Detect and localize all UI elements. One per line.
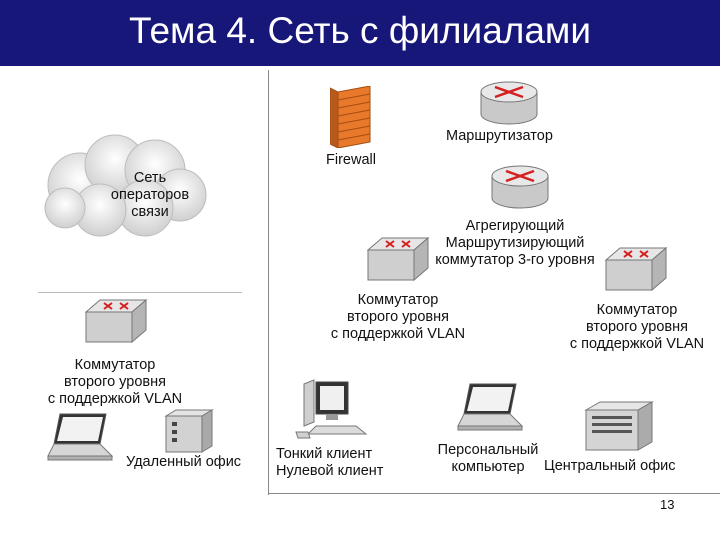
laptop-icon bbox=[457, 383, 524, 431]
divider-horizontal bbox=[268, 493, 720, 494]
router-icon bbox=[491, 165, 549, 209]
firewall-label: Firewall bbox=[326, 152, 376, 168]
cloud-icon bbox=[44, 134, 207, 237]
switch-icon bbox=[366, 236, 430, 282]
server-icon bbox=[164, 409, 214, 453]
page-number: 13 bbox=[660, 497, 675, 512]
slide-header: Тема 4. Сеть с филиалами bbox=[0, 0, 720, 66]
router-icon bbox=[480, 81, 538, 125]
remote-office-label: Удаленный офис bbox=[126, 454, 242, 470]
router-label: Маршрутизатор bbox=[446, 128, 553, 144]
switch-icon bbox=[604, 246, 668, 292]
server-icon bbox=[584, 401, 654, 451]
thin-client-icon bbox=[295, 379, 368, 439]
central-office-label: Центральный офис bbox=[544, 458, 676, 474]
slide-title: Тема 4. Сеть с филиалами bbox=[128, 10, 592, 51]
switch-icon bbox=[84, 298, 148, 344]
divider-vertical bbox=[268, 70, 269, 495]
firewall-icon bbox=[330, 86, 371, 148]
divider-left bbox=[38, 292, 242, 293]
laptop-icon bbox=[47, 413, 114, 461]
